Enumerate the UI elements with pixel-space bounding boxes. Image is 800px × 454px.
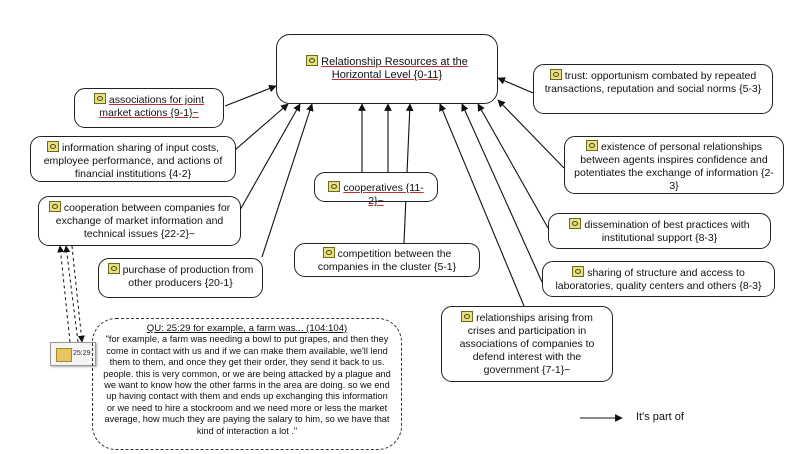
quote-links — [57, 245, 85, 343]
legend-label: It's part of — [636, 411, 684, 423]
node-dissemination[interactable]: dissemination of best practices with ins… — [548, 213, 771, 249]
code-icon — [461, 311, 474, 322]
node-cooperation-between-companies[interactable]: cooperation between companies for exchan… — [38, 196, 241, 246]
link-information — [234, 103, 289, 151]
quotation-title: QU: 25:29 for example, a farm was... (10… — [146, 323, 348, 334]
link-crises — [439, 103, 525, 307]
document-image-icon — [56, 348, 72, 362]
code-icon — [569, 218, 582, 229]
doc-to-cooperation-a — [57, 245, 71, 343]
primary-document-thumbnail[interactable]: 25:29 — [50, 342, 96, 366]
quotation-text: "for example, a farm was needing a bowl … — [103, 334, 391, 436]
node-purchase-of-production[interactable]: purchase of production from other produc… — [98, 258, 263, 298]
link-dissemination — [477, 103, 549, 229]
node-relationship-resources[interactable]: Relationship Resources at the Horizontal… — [276, 34, 498, 104]
node-information-sharing[interactable]: information sharing of input costs, empl… — [30, 136, 236, 182]
doc-to-cooperation-b — [63, 245, 79, 343]
code-icon — [306, 55, 319, 66]
is-part-of-links — [224, 77, 623, 422]
code-icon — [107, 263, 120, 274]
node-associations[interactable]: associations for joint market actions {9… — [74, 88, 224, 128]
code-icon — [93, 93, 106, 104]
document-label: 25:29 — [73, 350, 91, 357]
link-sharing — [461, 103, 543, 283]
code-icon — [585, 140, 598, 151]
quotation-box[interactable]: QU: 25:29 for example, a farm was... (10… — [92, 318, 402, 450]
code-icon — [47, 141, 59, 152]
node-personal-relationships[interactable]: existence of personal relationships betw… — [564, 136, 784, 194]
node-trust[interactable]: trust: opportunism combated by repeated … — [533, 64, 773, 114]
cooperation-to-doc — [71, 245, 85, 343]
code-icon — [48, 201, 61, 212]
link-associations — [224, 84, 277, 107]
node-relationships-from-crises[interactable]: relationships arising from crises and pa… — [441, 306, 613, 382]
code-icon — [572, 266, 585, 277]
node-sharing-of-structure[interactable]: sharing of structure and access to labor… — [542, 261, 775, 297]
node-competition[interactable]: competition between the companies in the… — [294, 243, 480, 277]
link-cooperation — [239, 103, 301, 211]
code-icon — [322, 247, 335, 258]
link-trust — [497, 77, 534, 94]
code-icon — [549, 69, 562, 80]
link-purchase — [261, 103, 314, 258]
node-cooperatives[interactable]: cooperatives {11-2}~ — [314, 172, 438, 207]
code-icon — [328, 181, 341, 192]
link-personal — [497, 99, 565, 169]
